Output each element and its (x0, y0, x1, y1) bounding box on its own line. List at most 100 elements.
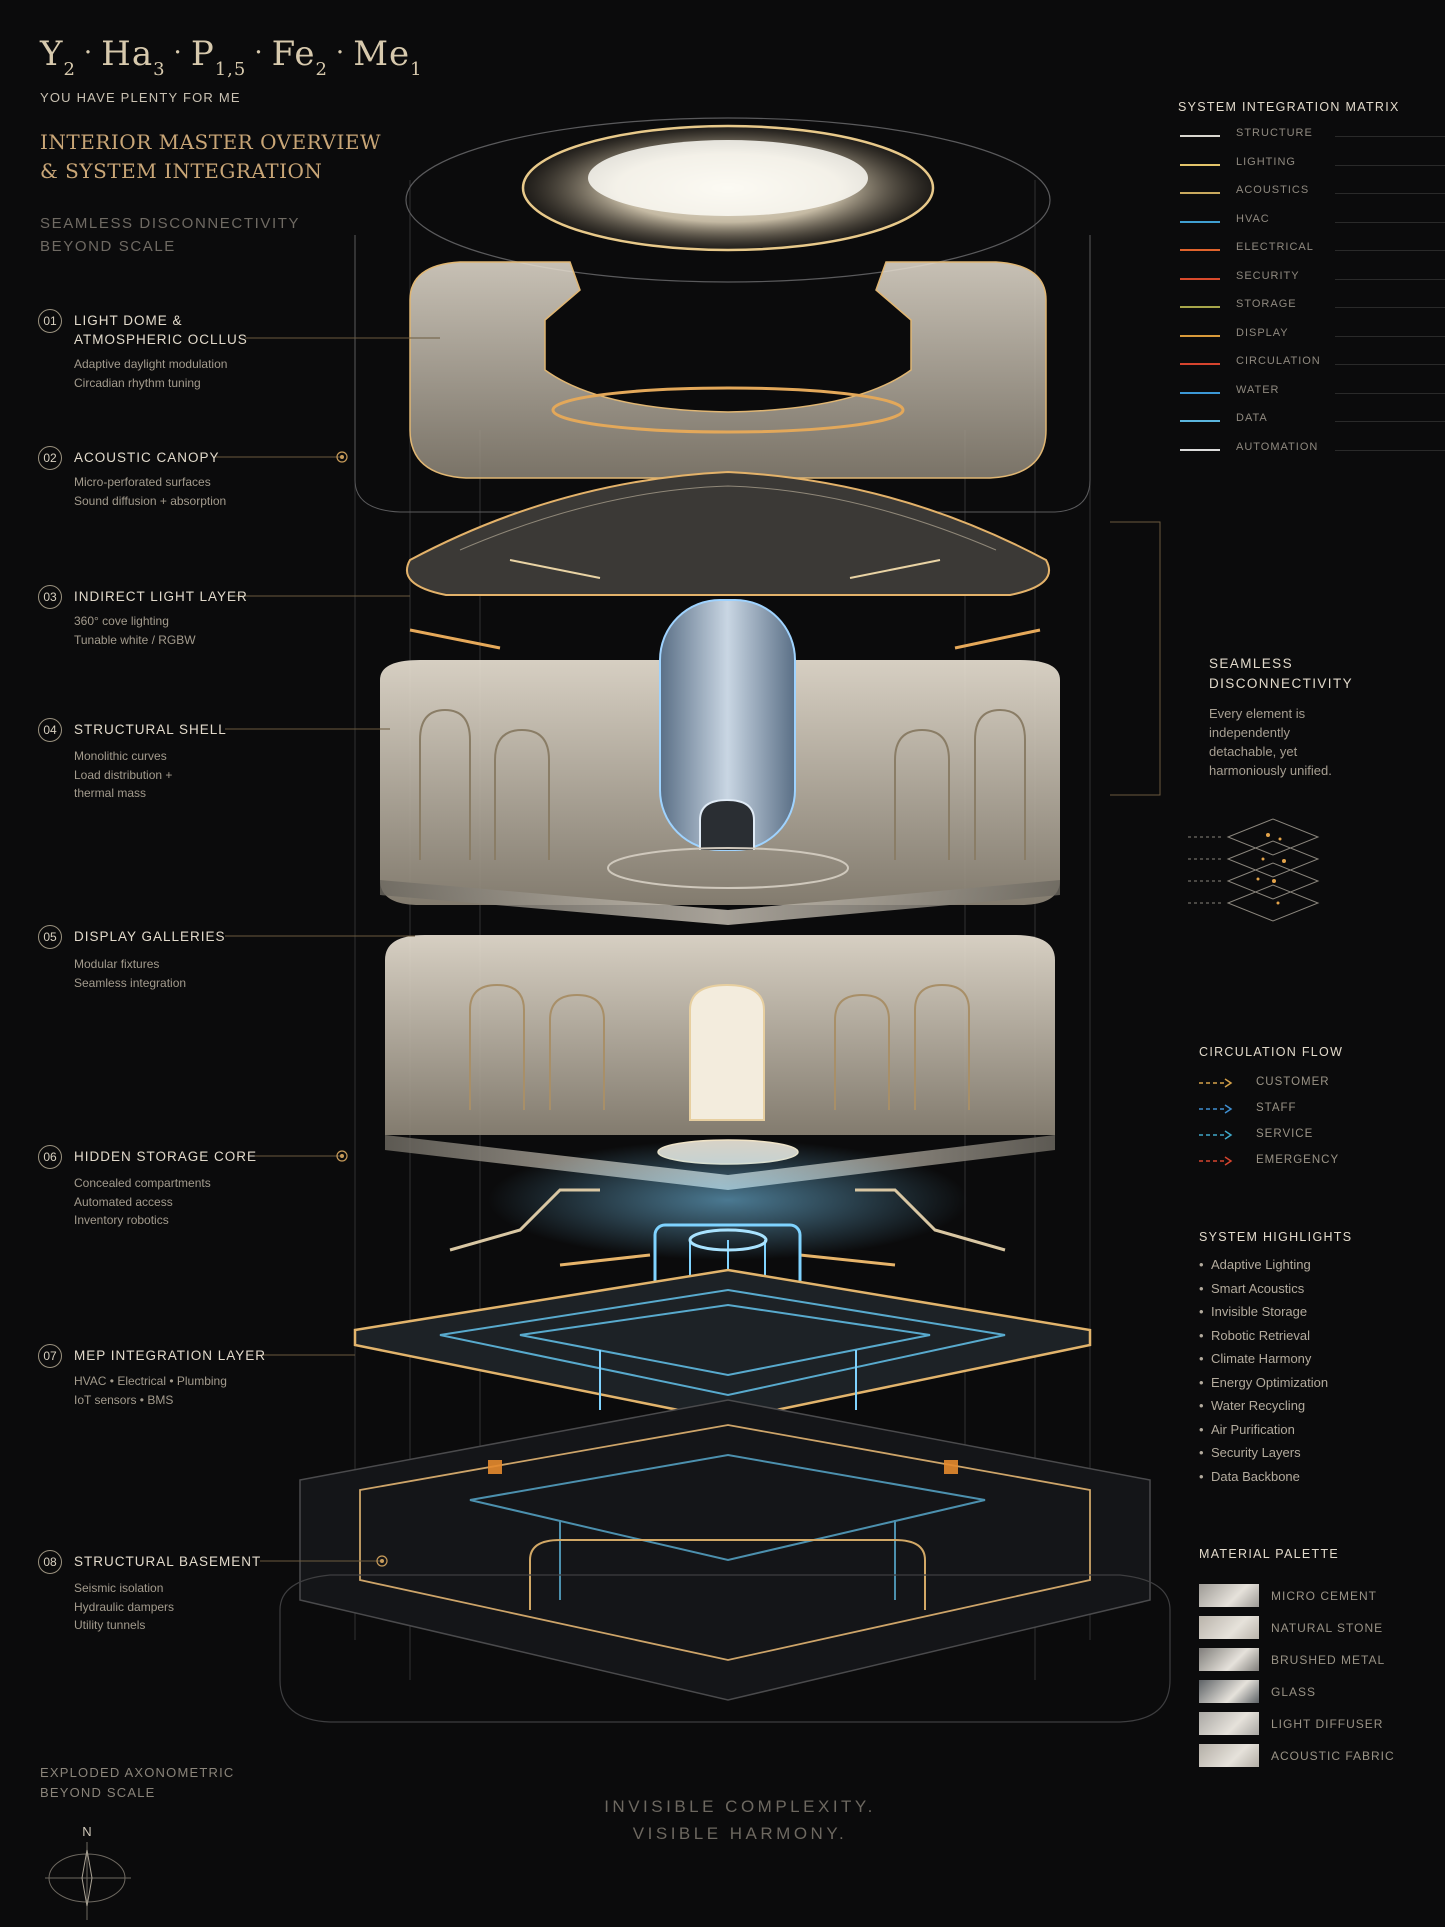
matrix-swatch (1180, 391, 1220, 394)
matrix-rule (1335, 307, 1445, 308)
material-label: BRUSHED METAL (1271, 1653, 1386, 1667)
matrix-label: HVAC (1236, 212, 1270, 225)
matrix-swatch (1180, 192, 1220, 194)
highlight-label: Water Recycling (1211, 1398, 1306, 1413)
annotation-title: MEP INTEGRATION LAYER (74, 1348, 267, 1363)
matrix-rule (1335, 364, 1445, 365)
matrix-swatch (1180, 135, 1220, 137)
highlight-item: •Robotic Retrieval (1199, 1328, 1310, 1343)
formula-separator: · (83, 38, 94, 68)
matrix-swatch (1180, 249, 1220, 251)
seamless-body: Every element is independently detachabl… (1209, 706, 1332, 778)
annotation-description: Modular fixtures Seamless integration (74, 957, 187, 990)
bottom-caption: INVISIBLE COMPLEXITY. VISIBLE HARMONY. (604, 1797, 876, 1843)
flow-arrow-icon (1199, 1156, 1233, 1166)
material-label: NATURAL STONE (1271, 1621, 1384, 1635)
compass-icon: N (45, 1824, 131, 1920)
annotation-number: 02 (38, 446, 62, 470)
formula-term: Ha3 (101, 34, 166, 80)
material-label: GLASS (1271, 1685, 1317, 1699)
bullet: • (1199, 1445, 1204, 1460)
annotation-number: 07 (38, 1344, 62, 1368)
matrix-title: SYSTEM INTEGRATION MATRIX (1178, 100, 1400, 114)
material-swatch (1199, 1584, 1259, 1607)
flow-label: CUSTOMER (1256, 1076, 1330, 1088)
flow-label: EMERGENCY (1256, 1154, 1340, 1166)
matrix-swatch (1180, 277, 1220, 280)
annotation-number: 08 (38, 1550, 62, 1574)
material-label: LIGHT DIFFUSER (1271, 1717, 1384, 1731)
highlight-label: Data Backbone (1211, 1468, 1300, 1484)
matrix-label: WATER (1236, 383, 1280, 396)
matrix-rule (1335, 136, 1445, 137)
matrix-rule (1335, 250, 1445, 251)
annotation-title: ACOUSTIC CANOPY (74, 450, 220, 465)
material-swatch (1199, 1744, 1259, 1767)
highlight-label: Adaptive Lighting (1211, 1257, 1311, 1272)
flow-label: STAFF (1256, 1102, 1297, 1114)
material-label: MICRO CEMENT (1271, 1589, 1377, 1603)
formula-title: Y2·Ha3·P1,5·Fe2·Me1 (40, 34, 423, 80)
material-swatch (1199, 1616, 1259, 1639)
matrix-label: SECURITY (1236, 269, 1300, 282)
flow-arrow-icon (1199, 1130, 1233, 1140)
bullet: • (1199, 1398, 1204, 1413)
highlight-item: •Climate Harmony (1199, 1351, 1311, 1366)
annotation-description: Concealed compartments Automated access … (74, 1176, 211, 1227)
page-title-line: INTERIOR MASTER OVERVIEW (40, 130, 382, 154)
matrix-item-data: DATA (1180, 412, 1445, 432)
annotation-description: Monolithic curves Load distribution + th… (74, 749, 173, 800)
highlight-item: • Smart Acoustics (1199, 1281, 1304, 1296)
matrix-rule (1335, 164, 1445, 166)
materials-title: MATERIAL PALETTE (1199, 1547, 1340, 1561)
matrix-item-acoustics: ACOUSTICS (1180, 184, 1445, 204)
matrix-rule (1335, 335, 1445, 337)
annotation-number: 05 (38, 925, 62, 949)
matrix-rule (1335, 193, 1445, 194)
highlight-item: •Energy Optimization (1199, 1375, 1328, 1390)
matrix-rule (1335, 449, 1445, 451)
formula-term: P1,5 (190, 34, 247, 80)
matrix-label: DISPLAY (1236, 326, 1289, 339)
matrix-swatch (1180, 306, 1220, 308)
annotation-title: INDIRECT LIGHT LAYER (74, 589, 248, 604)
matrix-label: CIRCULATION (1236, 355, 1321, 367)
highlights-title: SYSTEM HIGHLIGHTS (1199, 1230, 1353, 1244)
matrix-label: DATA (1236, 412, 1268, 424)
annotation-title: DISPLAY GALLERIES (74, 929, 226, 944)
annotation-description: Seismic isolation Hydraulic dampers Util… (74, 1581, 175, 1632)
annotation-number: 01 (38, 309, 62, 333)
bullet: • (1199, 1421, 1204, 1437)
matrix-item-electrical: ELECTRICAL (1180, 241, 1445, 261)
bullet: • (1199, 1374, 1204, 1390)
matrix-item-hvac: HVAC (1180, 212, 1445, 233)
flow-arrow-icon (1199, 1104, 1233, 1114)
layer-stack-icon (1188, 818, 1320, 922)
matrix-rule (1335, 392, 1445, 394)
matrix-rule (1335, 421, 1445, 422)
matrix-item-automation: AUTOMATION (1180, 441, 1445, 461)
formula-separator: · (335, 38, 346, 68)
matrix-item-lighting: LIGHTING (1180, 155, 1445, 176)
highlight-label: Smart Acoustics (1211, 1280, 1305, 1296)
material-label: ACOUSTIC FABRIC (1271, 1749, 1395, 1763)
material-swatch (1199, 1648, 1259, 1671)
matrix-swatch (1180, 220, 1220, 223)
highlight-item: • Water Recycling (1199, 1398, 1305, 1413)
bullet: • (1199, 1280, 1204, 1296)
material-swatch (1199, 1680, 1259, 1703)
flow-arrow-icon (1199, 1078, 1233, 1088)
matrix-item-circulation: CIRCULATION (1180, 355, 1445, 375)
matrix-label: STORAGE (1236, 298, 1297, 310)
matrix-swatch (1180, 163, 1220, 166)
matrix-rule (1335, 278, 1445, 280)
matrix-label: LIGHTING (1236, 155, 1296, 168)
page-title-line: & SYSTEM INTEGRATION (40, 159, 323, 183)
formula-term: Y2 (40, 34, 76, 80)
page-title: INTERIOR MASTER OVERVIEW & SYSTEM INTEGR… (40, 128, 400, 186)
highlight-item: •Security Layers (1199, 1445, 1301, 1460)
annotation-number: 03 (38, 585, 62, 609)
annotation-title: STRUCTURAL SHELL (74, 722, 227, 737)
matrix-item-display: DISPLAY (1180, 326, 1445, 347)
flow-label: SERVICE (1256, 1128, 1314, 1140)
